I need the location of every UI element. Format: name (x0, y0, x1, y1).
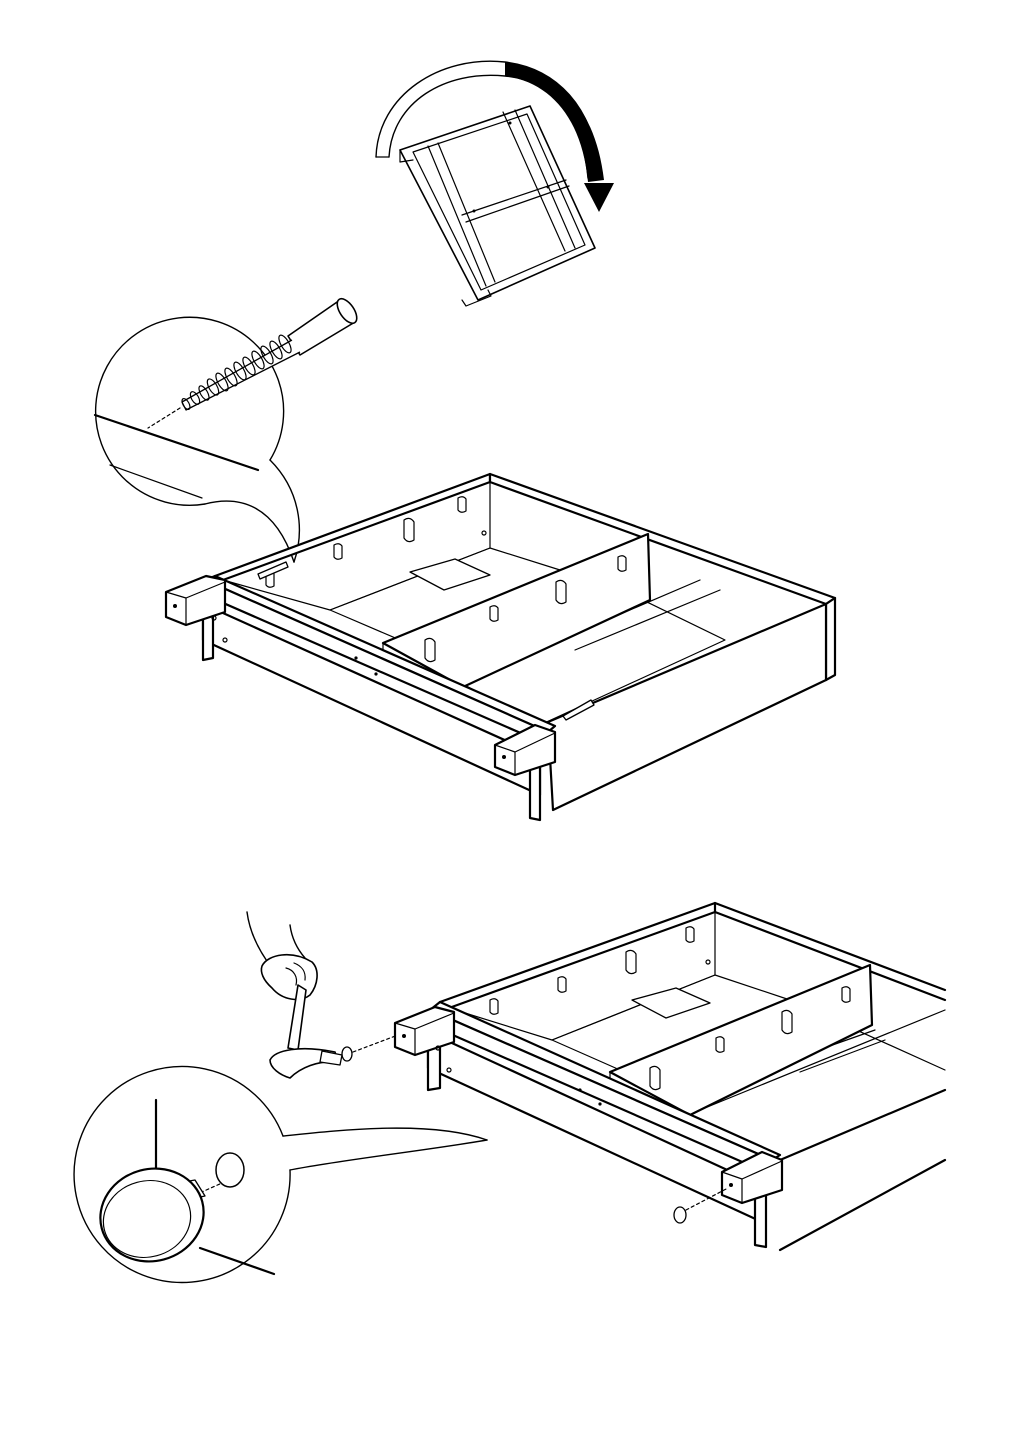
screw-detail-callout (93, 316, 300, 563)
rotate-arrow-icon (375, 60, 614, 212)
flipped-frame-drawing (399, 105, 596, 307)
drawer-frame-drawing-step-21 (393, 901, 947, 1252)
plug-detail-callout (73, 1065, 488, 1284)
button-plug-icon (341, 1034, 399, 1062)
drawer-frame-drawing (164, 472, 837, 822)
hammer-icon (246, 911, 343, 1079)
wood-screw-icon (147, 297, 358, 429)
